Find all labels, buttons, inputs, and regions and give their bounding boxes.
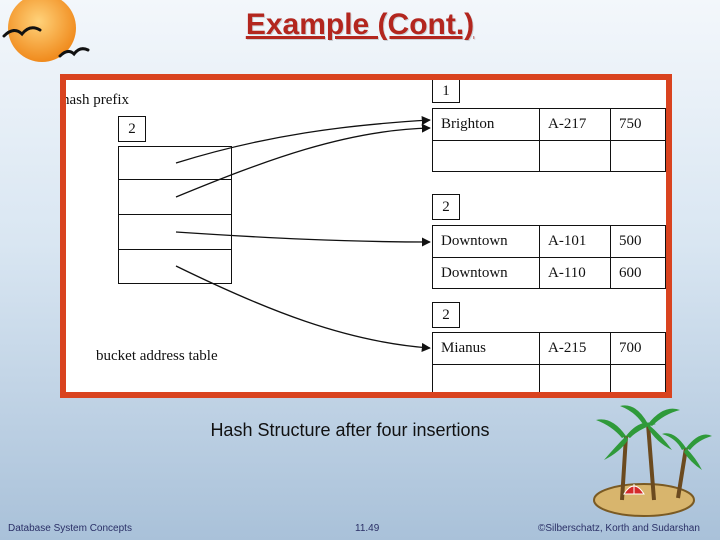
extendable-hash-figure: hash prefix 2 bucket address table 1 Bri… — [60, 74, 672, 398]
bucket-3-local-depth: 2 — [432, 302, 460, 328]
footer-left: Database System Concepts — [8, 523, 132, 534]
global-depth-box: 2 — [118, 116, 146, 142]
record-balance — [610, 364, 666, 392]
record-branch: Brighton — [432, 108, 540, 141]
record-account: A-110 — [539, 257, 611, 289]
record-account: A-217 — [539, 108, 611, 141]
palm-island-clipart — [593, 405, 712, 517]
record-balance: 700 — [610, 332, 666, 365]
bucket-address-table-label: bucket address table — [96, 348, 218, 364]
hash-prefix-label: hash prefix — [66, 92, 130, 108]
directory-entry — [118, 214, 232, 250]
directory-entry — [118, 249, 232, 284]
sun-and-birds-logo — [2, 0, 90, 62]
record-account — [539, 140, 611, 172]
record-balance: 600 — [610, 257, 666, 289]
footer-page-number: 11.49 — [355, 523, 380, 534]
record-account: A-215 — [539, 332, 611, 365]
record-balance — [610, 140, 666, 172]
record-account — [539, 364, 611, 392]
record-branch — [432, 364, 540, 392]
footer-right: ©Silberschatz, Korth and Sudarshan — [538, 523, 700, 534]
directory-entry — [118, 146, 232, 180]
record-branch: Mianus — [432, 332, 540, 365]
directory-entry — [118, 179, 232, 215]
bucket-2-local-depth: 2 — [432, 194, 460, 220]
record-balance: 500 — [610, 225, 666, 258]
record-branch: Downtown — [432, 257, 540, 289]
figure-caption: Hash Structure after four insertions — [210, 420, 490, 440]
record-branch: Downtown — [432, 225, 540, 258]
record-account: A-101 — [539, 225, 611, 258]
slide-title: Example (Cont.) — [245, 8, 475, 41]
record-branch — [432, 140, 540, 172]
record-balance: 750 — [610, 108, 666, 141]
figure-canvas: hash prefix 2 bucket address table 1 Bri… — [66, 80, 666, 392]
bucket-1-local-depth: 1 — [432, 80, 460, 103]
